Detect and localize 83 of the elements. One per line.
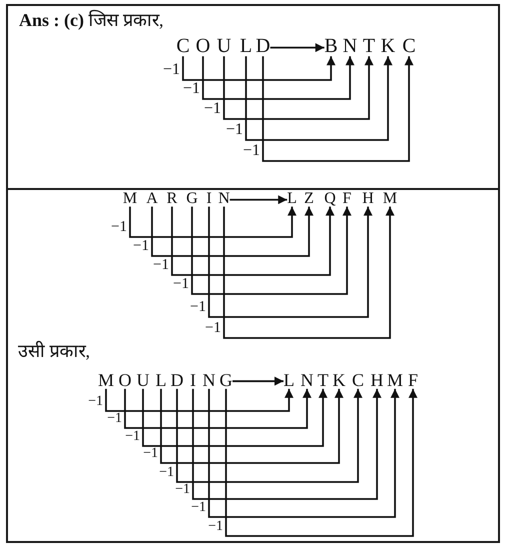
letter: Z: [304, 190, 314, 207]
letter: D: [256, 36, 270, 56]
letter: K: [332, 370, 346, 389]
letter: O: [196, 36, 210, 56]
letter: Q: [324, 190, 336, 207]
answer-heading: Ans : (c) जिस प्रकार,: [19, 9, 164, 31]
table-cell: [6, 4, 500, 190]
edge-label: −1: [242, 143, 260, 159]
arrow: [129, 206, 296, 238]
letter: N: [202, 370, 216, 389]
arrow: [105, 388, 294, 412]
edge-label: −1: [204, 101, 221, 117]
letter: G: [220, 370, 232, 389]
arrow: [191, 206, 352, 295]
arrow: [142, 388, 328, 447]
letter: N: [300, 370, 314, 389]
letter: M: [122, 190, 138, 207]
arrow: [182, 56, 336, 81]
arrow: [176, 388, 362, 483]
edge-label: −1: [208, 520, 223, 534]
arrow: [232, 376, 284, 386]
letter: U: [216, 36, 232, 56]
note-text: उसी प्रकार,: [18, 340, 90, 362]
letter: M: [98, 370, 114, 389]
edge-label: −1: [162, 62, 180, 78]
arrow: [208, 206, 372, 318]
edge-label: −1: [191, 501, 206, 515]
edge-label: −1: [153, 258, 169, 272]
letter: F: [408, 370, 418, 389]
letter: C: [176, 36, 190, 56]
arrow: [192, 388, 382, 500]
arrow: [223, 56, 374, 120]
letter: H: [370, 370, 384, 389]
letter: R: [166, 190, 178, 207]
letter: T: [362, 36, 376, 56]
letter: A: [146, 190, 158, 207]
letter: K: [380, 36, 396, 56]
letter: H: [362, 190, 374, 207]
arrow: [202, 56, 354, 100]
letter: L: [284, 370, 294, 389]
edge-label: −1: [205, 320, 221, 336]
letter: N: [218, 190, 230, 207]
arrow: [245, 56, 392, 141]
arrow: [270, 43, 324, 52]
letter: L: [156, 370, 166, 389]
edge-label: −1: [88, 395, 103, 409]
letter: D: [170, 370, 184, 389]
letter: B: [324, 36, 338, 56]
edge-label: −1: [175, 483, 190, 497]
letter: M: [386, 370, 403, 389]
arrow: [160, 388, 344, 464]
letter: F: [342, 190, 352, 207]
edge-label: −1: [111, 220, 127, 234]
table-cell: [6, 188, 500, 543]
edge-label: −1: [173, 276, 189, 292]
letter: T: [318, 370, 328, 389]
letter: L: [240, 36, 252, 56]
edge-label: −1: [226, 122, 243, 138]
edge-label: −1: [107, 412, 122, 426]
letter: M: [382, 190, 398, 207]
arrow: [230, 195, 288, 204]
arrow: [151, 206, 314, 257]
edge-label: −1: [133, 238, 149, 254]
edge-label: −1: [125, 430, 140, 444]
letter: L: [287, 190, 297, 207]
edge-label: −1: [143, 447, 158, 461]
letter: U: [136, 370, 150, 389]
arrow: [124, 388, 312, 429]
edge-label: −1: [190, 300, 206, 314]
arrow: [208, 388, 400, 518]
letter: C: [352, 370, 364, 389]
arrow: [262, 56, 414, 162]
letter: C: [402, 36, 416, 56]
letter: N: [342, 36, 358, 56]
edge-label: −1: [159, 466, 174, 480]
arrow: [225, 388, 418, 537]
letter: I: [206, 190, 212, 207]
arrow: [223, 206, 394, 339]
arrow: [171, 206, 334, 276]
edge-label: −1: [182, 81, 200, 97]
letter: G: [186, 190, 198, 207]
letter: I: [190, 370, 196, 389]
letter: O: [118, 370, 132, 389]
